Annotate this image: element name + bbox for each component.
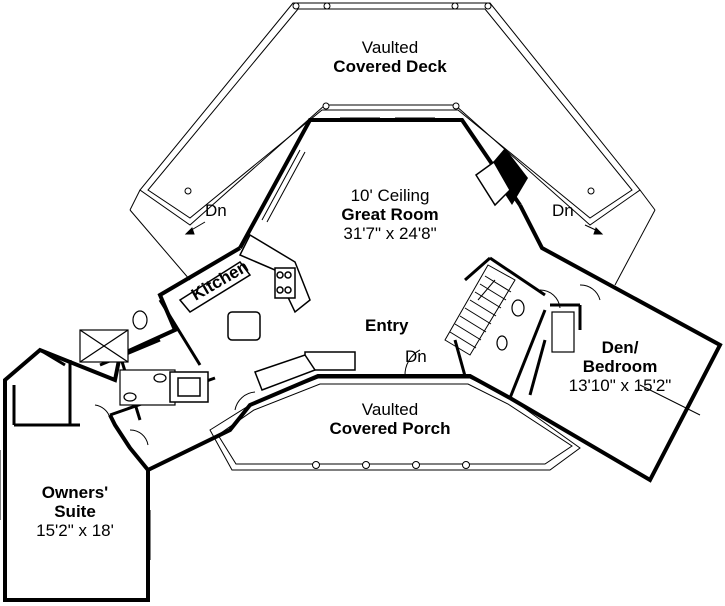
den-line3: 13'10" x 15'2"	[568, 376, 672, 396]
stair-arrows	[184, 221, 604, 235]
den-label: Den/ Bedroom 13'10" x 15'2"	[550, 338, 690, 395]
den-line1: Den/	[601, 338, 639, 357]
dn-label-deck-right: Dn	[552, 201, 574, 220]
owners-suite-label: Owners' Suite 15'2" x 18'	[10, 483, 140, 540]
covered-porch-label: Vaulted Covered Porch	[300, 400, 480, 438]
great-room-label: 10' Ceiling Great Room 31'7" x 24'8"	[305, 186, 475, 243]
great-room-line1: 10' Ceiling	[350, 186, 430, 205]
door-swings	[94, 284, 601, 446]
kitchen-counters	[178, 233, 311, 341]
great-room-line2: Great Room	[341, 205, 439, 225]
owners-suite-line3: 15'2" x 18'	[36, 521, 114, 541]
covered-deck-line1: Vaulted	[361, 38, 419, 57]
dn-label-entry: Dn	[405, 347, 427, 366]
entry-closets	[169, 351, 356, 403]
entry-stairs	[444, 264, 516, 356]
owners-suite-line1: Owners'	[41, 483, 109, 502]
exterior-walls	[2, 118, 723, 602]
interior-walls	[12, 256, 582, 427]
dn-label-deck-left: Dn	[205, 201, 227, 220]
den-line2: Bedroom	[582, 357, 658, 377]
fireplace	[474, 148, 528, 207]
covered-porch-line2: Covered Porch	[329, 419, 451, 439]
great-room-line3: 31'7" x 24'8"	[343, 224, 437, 244]
porch-posts	[312, 461, 470, 469]
deck-posts	[184, 2, 595, 195]
covered-deck-line2: Covered Deck	[333, 57, 447, 77]
owners-suite-line2: Suite	[54, 502, 96, 522]
covered-porch-outline	[209, 377, 581, 471]
covered-deck-label: Vaulted Covered Deck	[310, 38, 470, 76]
entry-label: Entry	[365, 316, 409, 335]
covered-porch-line1: Vaulted	[361, 400, 419, 419]
bath-fixtures	[79, 299, 575, 406]
